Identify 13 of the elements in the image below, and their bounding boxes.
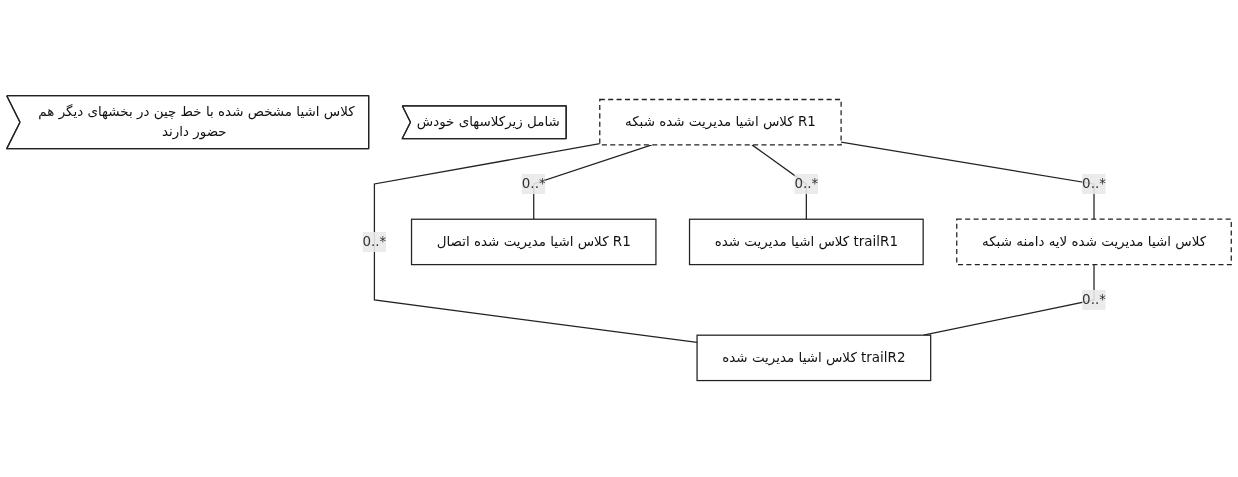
node-box: کلاس اشیا مدیریت شده اتصال R1 — [410, 218, 657, 266]
edge-label: 0..* — [521, 175, 546, 192]
connector — [751, 144, 807, 221]
connector — [373, 143, 698, 344]
edge-label: 0..* — [1082, 175, 1106, 192]
node-box: کلاس اشیا مدیریت شده شبکه R1 — [599, 99, 842, 146]
connector — [840, 141, 1095, 221]
edge-label: 0..* — [794, 175, 819, 192]
node-box: کلاس اشیا مدیریت شده trailR2 — [696, 334, 932, 382]
edge-label: 0..* — [362, 233, 387, 250]
node-box: کلاس اشیا مدیریت شده trailR1 — [688, 218, 924, 266]
edge-label: 0..* — [1082, 291, 1106, 308]
node-box: کلاس اشیا مدیریت شده لایه دامنه شبکه — [956, 218, 1232, 266]
